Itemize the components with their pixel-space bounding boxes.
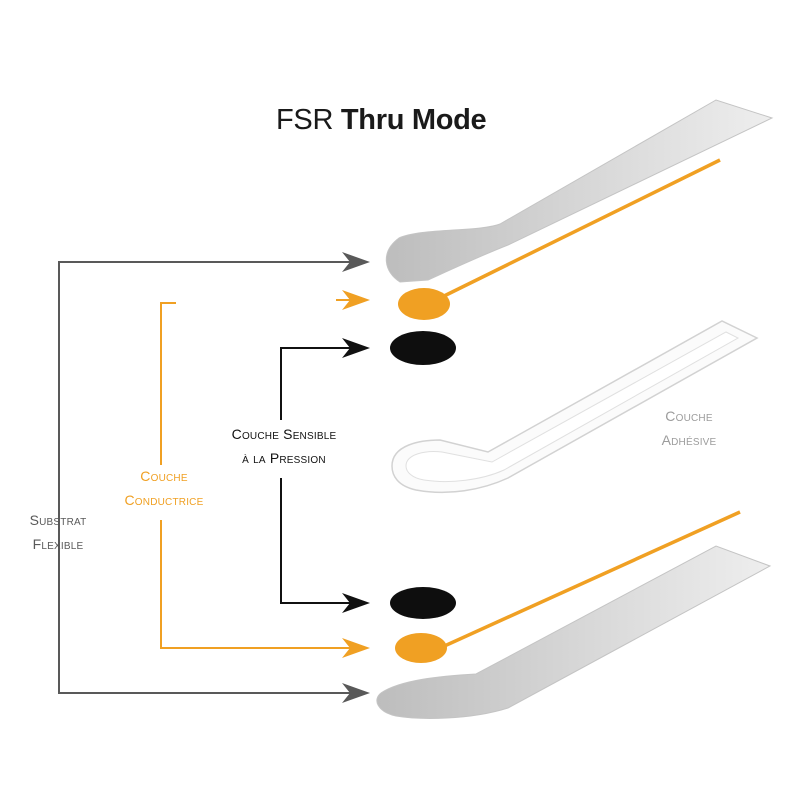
sensible-label: Couche Sensible à la Pression (204, 422, 364, 470)
conductrice-bottom-arrowhead (342, 638, 370, 658)
top-conductive-pad (398, 288, 450, 320)
sensible-bracket (280, 347, 352, 604)
sensible-bottom-arrowhead (342, 593, 370, 613)
substrat-label: Substrat Flexible (10, 508, 106, 556)
sensible-label-line2: à la Pression (242, 450, 326, 466)
bottom-conductive-pad (395, 633, 447, 663)
conductrice-label-line2: Conductrice (124, 492, 204, 508)
substrat-bracket (58, 261, 352, 694)
conductrice-label-line1: Couche (140, 468, 188, 484)
substrat-top-arrowhead (342, 252, 370, 272)
top-conductive-trace (439, 158, 721, 300)
adhesive-label-line2: Adhésive (661, 432, 717, 448)
substrat-label-line1: Substrat (29, 512, 87, 528)
substrat-label-line2: Flexible (32, 536, 84, 552)
conductrice-label: Couche Conductrice (103, 464, 225, 512)
title-main: Thru Mode (340, 104, 487, 136)
sensible-top-arrowhead (342, 338, 370, 358)
conductrice-bracket (160, 299, 352, 649)
bottom-substrate-layer (376, 545, 772, 719)
title-prefix: FSR (276, 104, 334, 136)
top-fsr-ink (390, 331, 456, 365)
bottom-fsr-ink (390, 587, 456, 619)
sensible-label-line1: Couche Sensible (231, 426, 337, 442)
adhesive-label: Couche Adhésive (648, 404, 730, 452)
adhesive-label-line1: Couche (665, 408, 713, 424)
conductrice-top-arrowhead (342, 290, 370, 310)
top-substrate-layer (385, 99, 774, 283)
adhesive-layer (391, 320, 759, 494)
bottom-conductive-trace (439, 510, 741, 650)
adhesive-layer-inner (405, 331, 740, 482)
substrat-bottom-arrowhead (342, 683, 370, 703)
diagram-title: FSR Thru Mode (276, 104, 487, 137)
